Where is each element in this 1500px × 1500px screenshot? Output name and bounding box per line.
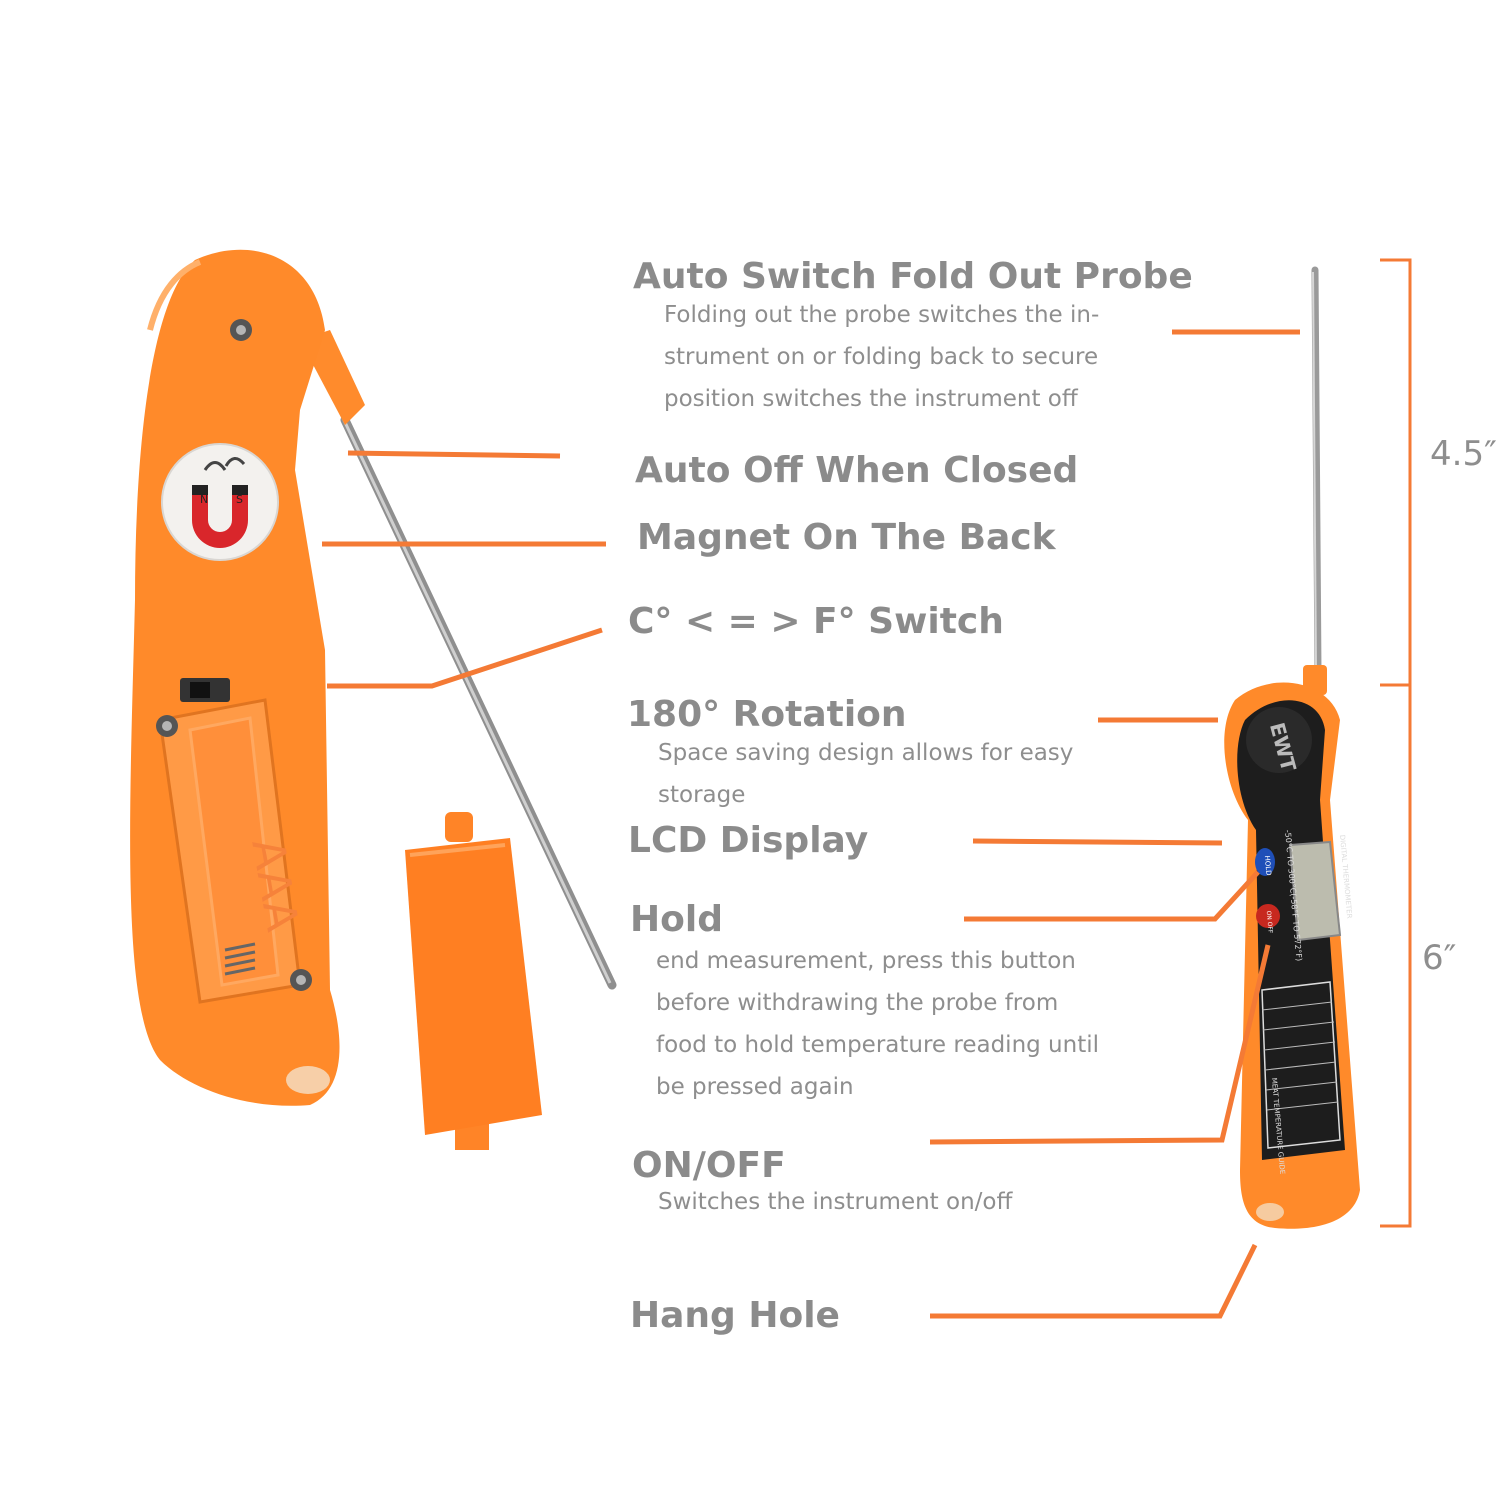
hold-button-label: HOLD	[1263, 855, 1273, 876]
rotation-desc-line-1: Space saving design allows for easy	[658, 740, 1074, 766]
callout-line-onoff	[929, 944, 1271, 1145]
callout-line-lcd	[972, 838, 1223, 846]
on-off-button-label: ON OFF	[1265, 910, 1274, 934]
hang-hole-left	[286, 1066, 330, 1094]
callout-line-auto-off	[347, 450, 561, 459]
auto-off-title: Auto Off When Closed	[635, 450, 1079, 491]
rotation-desc-line-2: storage	[658, 782, 746, 808]
onoff-description: Switches the instrument on/off	[658, 1181, 1118, 1223]
magnet-s-label: S	[236, 493, 243, 506]
rotation-title: 180° Rotation	[627, 694, 907, 735]
hold-desc-line-4: be pressed again	[656, 1074, 854, 1100]
onoff-desc-line-1: Switches the instrument on/off	[658, 1189, 1013, 1215]
callout-lines	[322, 329, 1300, 1319]
probe-description: Folding out the probe switches the in- s…	[664, 294, 1184, 420]
hold-desc-line-2: before withdrawing the probe from	[656, 990, 1059, 1016]
hold-desc-line-3: food to hold temperature reading until	[656, 1032, 1100, 1058]
magnet-title: Magnet On The Back	[637, 517, 1056, 558]
magnet-sticker: N S	[161, 443, 279, 561]
model-text: DIGITAL THERMOMETER	[1338, 834, 1353, 919]
battery-compartment: AAA	[156, 698, 312, 1004]
probe-desc-line-3: position switches the instrument off	[664, 386, 1078, 412]
lcd-screen	[1288, 840, 1342, 942]
onoff-title: ON/OFF	[632, 1145, 786, 1186]
callout-line-switch	[327, 627, 603, 689]
callout-line-hold	[964, 870, 1260, 922]
magnet-n-label: N	[200, 493, 208, 506]
on-off-button	[1256, 904, 1280, 928]
hang-hole-right	[1256, 1203, 1284, 1221]
hold-title: Hold	[630, 899, 723, 940]
probe-length-label: 4.5″	[1430, 434, 1497, 474]
switch-title: C° < = > F° Switch	[628, 601, 1004, 642]
callout-line-hang	[930, 1243, 1258, 1319]
probe-desc-line-1: Folding out the probe switches the in-	[664, 302, 1100, 328]
hang-hole-title: Hang Hole	[630, 1295, 840, 1336]
hold-desc-line-1: end measurement, press this button	[656, 948, 1076, 974]
thermometer-back-view: N S AAA	[130, 249, 617, 1106]
hold-button	[1255, 848, 1275, 876]
thermometer-front-view: EWT -50°C TO 300°C(-58°F TO 572°F) DIGIT…	[1224, 266, 1360, 1229]
dimension-bracket	[1380, 258, 1412, 1228]
hold-description: end measurement, press this button befor…	[656, 940, 1176, 1108]
probe-title: Auto Switch Fold Out Probe	[633, 256, 1193, 297]
lcd-title: LCD Display	[628, 820, 869, 861]
body-length-label: 6″	[1422, 938, 1457, 978]
probe-rod-right	[1311, 266, 1322, 676]
probe-desc-line-2: strument on or folding back to secure	[664, 344, 1099, 370]
rotation-description: Space saving design allows for easy stor…	[658, 732, 1118, 816]
battery-cover	[405, 812, 542, 1150]
